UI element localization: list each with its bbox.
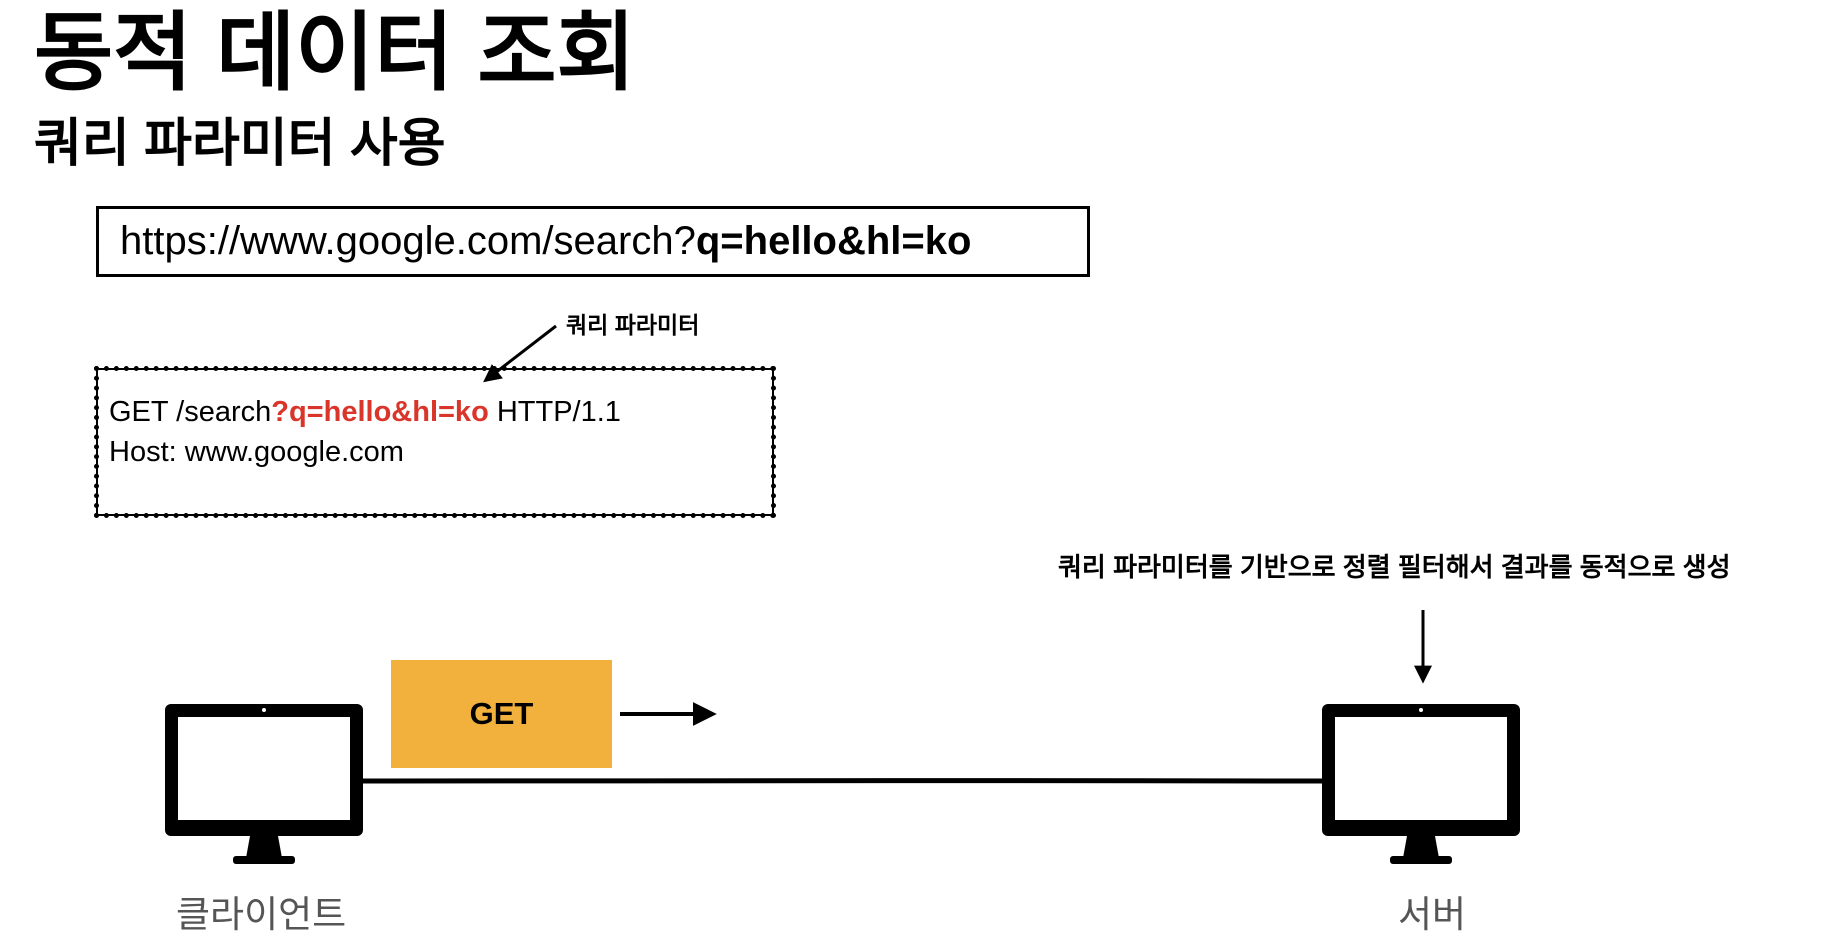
get-method-box: GET xyxy=(391,660,612,768)
page-title: 동적 데이터 조회 xyxy=(34,5,636,101)
url-base: https://www.google.com/search? xyxy=(120,219,696,263)
http-request-box: GET /search?q=hello&hl=ko HTTP/1.1 Host:… xyxy=(94,366,776,518)
client-label: 클라이언트 xyxy=(176,894,347,935)
url-query: q=hello&hl=ko xyxy=(695,219,972,263)
client-monitor-icon xyxy=(165,704,363,864)
server-label: 서버 xyxy=(1398,894,1467,935)
query-parameter-annotation: 쿼리 파라미터 xyxy=(566,312,700,338)
get-method-label: GET xyxy=(469,696,534,731)
server-monitor-icon xyxy=(1322,704,1520,864)
request-line: GET /search?q=hello&hl=ko HTTP/1.1 xyxy=(109,392,771,432)
request-query-highlight: ?q=hello&hl=ko xyxy=(271,396,489,428)
request-protocol: HTTP/1.1 xyxy=(488,396,621,428)
request-host-line: Host: www.google.com xyxy=(109,436,404,468)
page-subtitle: 쿼리 파라미터 사용 xyxy=(34,115,446,173)
connection-line xyxy=(361,777,1323,785)
url-box: https://www.google.com/search?q=hello&hl… xyxy=(96,206,1090,277)
server-note: 쿼리 파라미터를 기반으로 정렬 필터해서 결과를 동적으로 생성 xyxy=(1058,552,1731,582)
request-method-path: GET /search xyxy=(109,396,272,428)
